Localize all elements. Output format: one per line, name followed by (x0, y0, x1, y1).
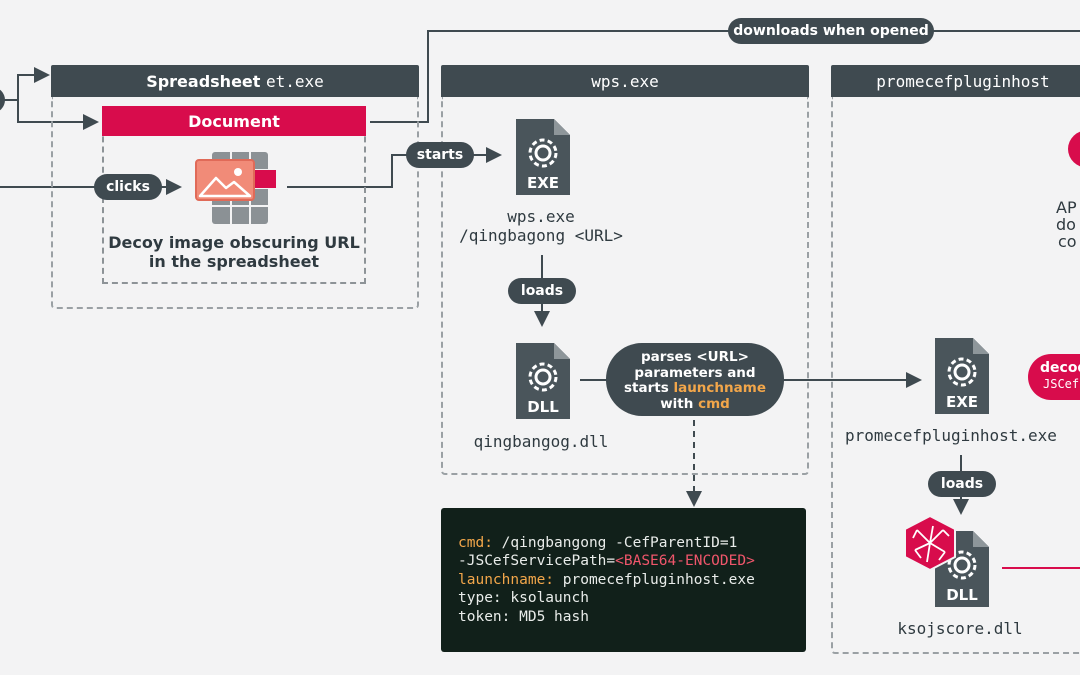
decoy-caption-line2: in the spreadsheet (148, 252, 320, 271)
partial-decode-line1: decod (1040, 360, 1080, 376)
ksoj-label: ksojscore.dll (897, 619, 1023, 638)
partial-ap-line1: AP (1056, 198, 1077, 217)
exe-badge: EXE (945, 393, 979, 411)
prome-exe-label: promecefpluginhost.exe (845, 426, 1057, 445)
partial-ap-line2: do (1056, 215, 1076, 234)
dll-badge: DLL (527, 398, 559, 416)
promecef-panel: promecefpluginhost (831, 65, 1080, 654)
document-box: Document (102, 106, 366, 284)
code-line-4: type: ksolaunch (458, 590, 589, 607)
parses-line2: parameters and (634, 364, 756, 381)
wps-panel: wps.exe (441, 65, 809, 475)
parses-line4: with cmd (660, 395, 730, 412)
decoy-caption-line1: Decoy image obscuring URL (108, 233, 360, 252)
code-line-3: launchname: promecefpluginhost.exe (458, 571, 755, 588)
code-line-5: token: MD5 hash (458, 608, 589, 625)
decoy-image-icon (195, 152, 276, 224)
dll-label: qingbangog.dll (473, 432, 609, 451)
dll-file-icon: DLL (514, 341, 572, 421)
downloads-when-opened-label: downloads when opened (728, 18, 934, 44)
wps-exe-label-line1: wps.exe (507, 207, 575, 226)
partial-ap-line3: co (1058, 232, 1077, 251)
starts-label: starts (406, 142, 474, 168)
promecef-panel-title: promecefpluginhost (831, 65, 1080, 97)
parses-line3: starts launchname (624, 380, 766, 396)
wps-exe-label-line2: /qingbagong <URL> (459, 226, 623, 245)
parses-line1: parses <URL> (641, 349, 749, 365)
code-line-2: -JSCefServicePath=<BASE64-ENCODED> (458, 553, 755, 570)
prome-exe-file-icon: EXE (933, 336, 991, 416)
wps-panel-title: wps.exe (441, 65, 809, 97)
spreadsheet-panel: Spreadsheet et.exe (51, 65, 419, 309)
parses-url-bubble: parses <URL> parameters and starts launc… (606, 343, 784, 416)
spreadsheet-panel-title: Spreadsheet et.exe (51, 65, 419, 97)
malware-hexagon-icon (904, 514, 956, 572)
command-code-block: cmd: /qingbangong -CefParentID=1 -JSCefS… (441, 508, 806, 652)
clicks-label: clicks (94, 174, 162, 200)
partial-red-circle (1068, 130, 1080, 168)
loads-label-wps: loads (508, 278, 576, 304)
partial-decode-line2: JSCef (1043, 377, 1080, 391)
partial-decode-badge: decod JSCef (1028, 354, 1080, 400)
document-header: Document (102, 106, 366, 136)
loads-label-prome: loads (928, 471, 996, 497)
code-line-1: cmd: /qingbangong -CefParentID=1 (458, 535, 738, 551)
exe-badge: EXE (526, 174, 560, 192)
wps-exe-file-icon: EXE (514, 117, 572, 197)
dll-badge: DLL (946, 586, 978, 604)
